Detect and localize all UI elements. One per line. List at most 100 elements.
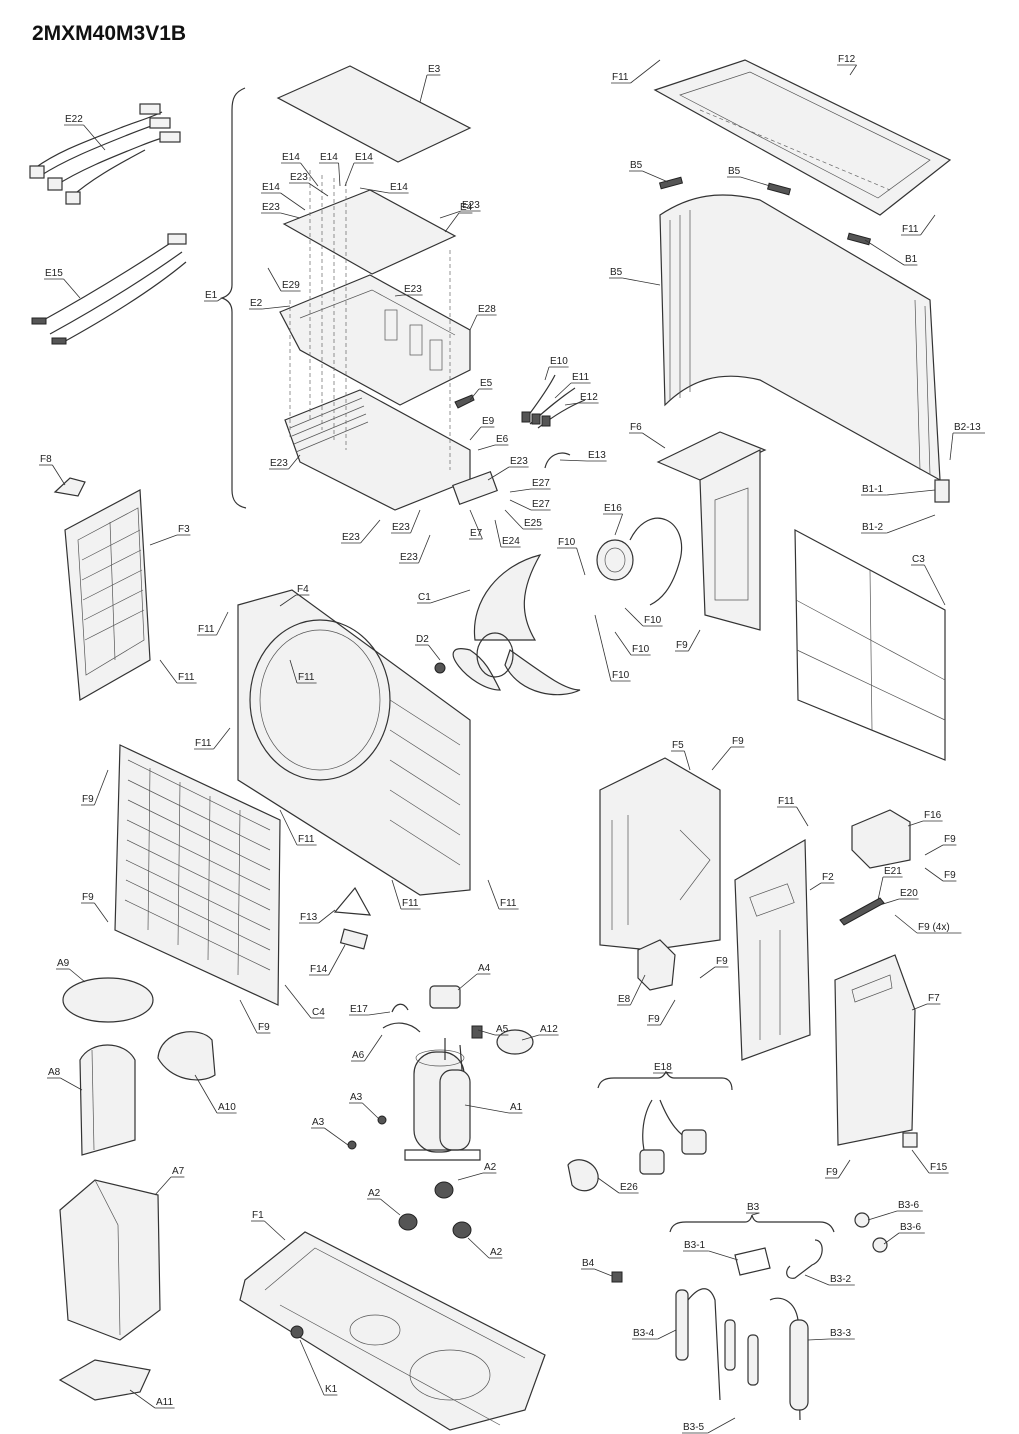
callout-label: E14 (320, 152, 338, 163)
leader-line (308, 182, 329, 197)
leader-line (94, 769, 109, 806)
leader-line (324, 1127, 349, 1146)
callout-e20: E20 (879, 888, 919, 906)
callout-label: F9 (732, 736, 744, 747)
part-a1-compressor (404, 1038, 481, 1161)
callout-label: E23 (392, 522, 410, 533)
callout-label: E22 (65, 114, 83, 125)
leader-line (751, 1212, 760, 1216)
leader-line (924, 844, 944, 856)
part-f7-rear-cover (834, 954, 916, 1146)
callout-label: F9 (648, 1014, 660, 1025)
callout-b5: B5 (629, 160, 669, 183)
callout-e25: E25 (504, 509, 543, 530)
part-c1-fan (452, 554, 581, 696)
callout-label: F9 (676, 640, 688, 651)
leader-line (559, 459, 588, 462)
callout-label: K1 (325, 1384, 338, 1395)
leader-line (707, 1417, 736, 1434)
callout-d2: D2 (415, 634, 441, 661)
callout-label: E14 (390, 182, 408, 193)
callout-b3-6: B3-6 (883, 1222, 925, 1245)
callout-b3-5: B3-5 (682, 1417, 736, 1434)
leader-line (264, 1220, 286, 1241)
leader-line (444, 212, 460, 233)
part-e16-fan-motor (596, 517, 683, 606)
callout-label: B1 (905, 254, 918, 265)
callout-f11: F11 (391, 879, 421, 910)
callout-label: F4 (297, 584, 309, 595)
leader-line (289, 659, 298, 684)
callout-label: E14 (282, 152, 300, 163)
leader-line (630, 59, 661, 84)
leader-line (457, 1172, 484, 1181)
parts-drawing (29, 59, 952, 1431)
callout-label: E15 (45, 268, 63, 279)
leader-line (60, 1077, 83, 1091)
callout-e5: E5 (469, 378, 493, 401)
callout-e23: E23 (269, 454, 301, 470)
part-f8 (53, 477, 86, 497)
callout-f9: F9 (675, 629, 701, 652)
callout-a2: A2 (367, 1188, 401, 1216)
leader-line (469, 388, 480, 401)
callout-label: E12 (580, 392, 598, 403)
callout-f9: F9 (924, 867, 957, 882)
callout-label: F9 (4x) (918, 922, 950, 933)
leader-line (924, 564, 946, 606)
callout-f11: F11 (194, 727, 231, 750)
leader-line (267, 267, 282, 292)
leader-line (740, 176, 771, 187)
callout-label: B5 (630, 160, 643, 171)
callout-label: E20 (900, 888, 918, 899)
leader-line (344, 162, 355, 187)
callout-label: F6 (630, 422, 642, 433)
callout-label: F11 (902, 224, 919, 235)
leader-line (949, 432, 954, 461)
callout-f9: F9 (647, 999, 676, 1026)
part-e2-control-box (279, 274, 471, 406)
callout-label: F11 (298, 834, 315, 845)
leader-line (807, 1338, 830, 1341)
leader-line (630, 974, 646, 1006)
callout-label: E23 (342, 532, 360, 543)
callout-label: B5 (610, 267, 623, 278)
callout-label: C4 (312, 1007, 325, 1018)
part-a12 (496, 1029, 534, 1055)
callout-label: F5 (672, 740, 684, 751)
part-f2-plate (734, 838, 811, 1061)
part-a2-foot (452, 1221, 472, 1239)
leader-line (194, 1074, 218, 1114)
part-f1-base-plate (239, 1231, 546, 1431)
callout-label: E18 (654, 1062, 672, 1073)
callout-label: F9 (716, 956, 728, 967)
callout-a2: A2 (457, 1162, 497, 1181)
callout-label: F11 (198, 624, 215, 635)
leader-line (477, 444, 496, 451)
leader-line (300, 162, 319, 187)
leader-line (594, 1268, 613, 1277)
callout-f2: F2 (809, 872, 835, 891)
callout-a4: A4 (457, 963, 491, 991)
callout-label: F9 (944, 834, 956, 845)
leader-line (867, 1210, 898, 1221)
callout-label: B1-2 (862, 522, 884, 533)
part-f5-partition (599, 757, 721, 951)
leader-line (318, 909, 336, 924)
callout-label: F2 (822, 872, 834, 883)
callout-f11: F11 (279, 809, 317, 846)
callout-f1: F1 (251, 1210, 286, 1241)
callout-f11: F11 (901, 214, 936, 236)
callout-label: A3 (350, 1092, 363, 1103)
callout-f9: F9 (699, 956, 729, 979)
leader-line (838, 1159, 851, 1179)
callout-label: E28 (478, 304, 496, 315)
part-b1-heat-exchanger (659, 194, 950, 503)
leader-line (684, 750, 691, 771)
callout-label: A6 (352, 1050, 365, 1061)
callout-b1-1: B1-1 (861, 484, 936, 496)
part-d2-nut (434, 662, 446, 674)
leader-line (279, 809, 298, 846)
callout-label: B3-6 (900, 1222, 922, 1233)
